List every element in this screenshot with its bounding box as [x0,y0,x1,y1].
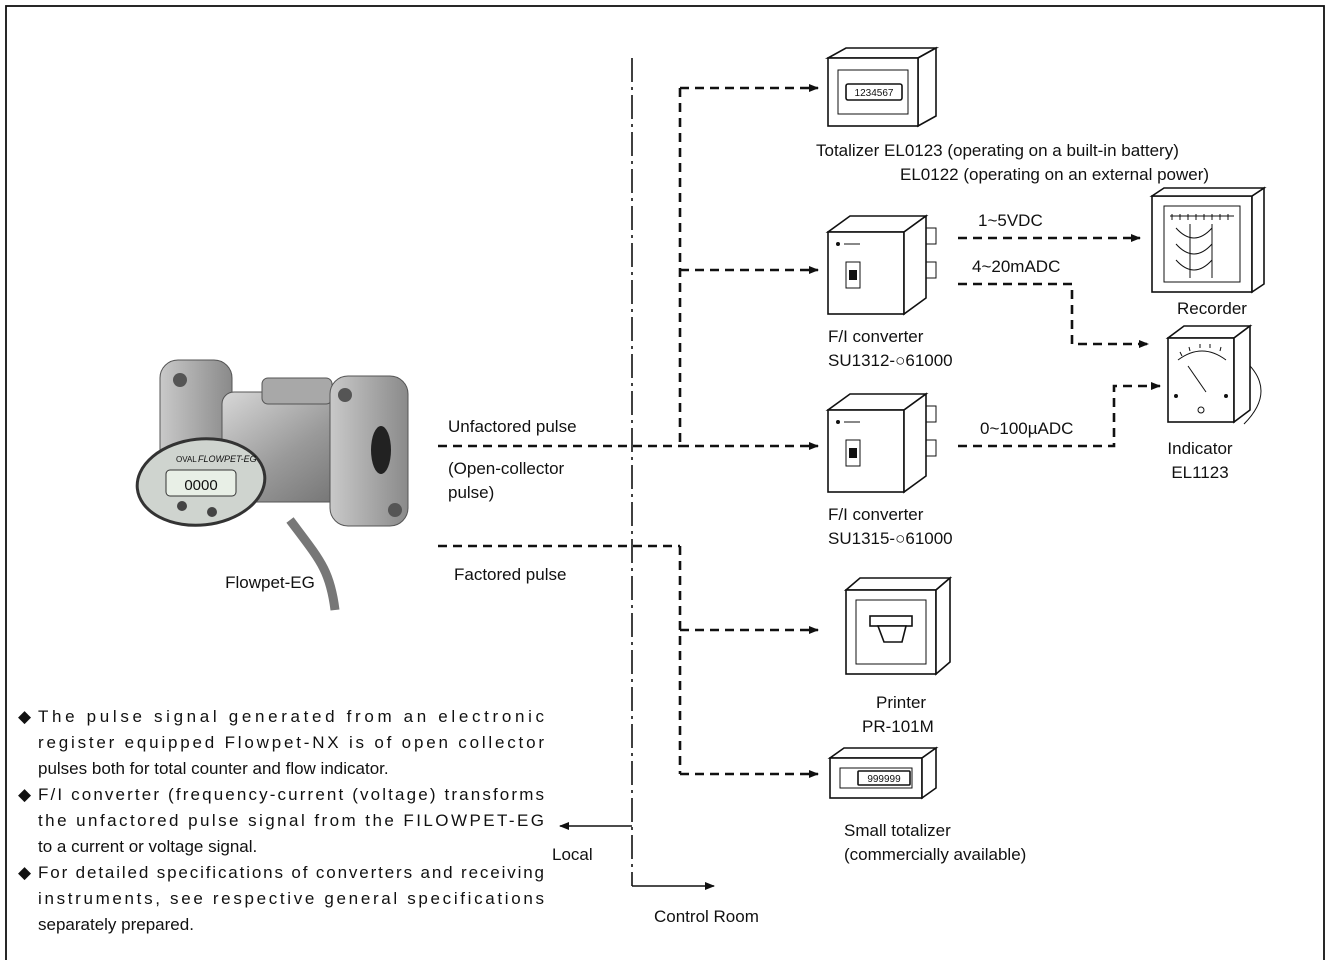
ua-0-100-label: 0~100µADC [980,419,1073,438]
open-collector-label-1: (Open-collector [448,459,565,478]
flowmeter-label: Flowpet-EG [225,573,315,592]
note-line: separately prepared. [38,915,194,934]
open-collector-label-2: pulse) [448,483,494,502]
notes-block: ◆ The pulse signal generated from an ele… [18,707,544,934]
recorder-label: Recorder [1177,299,1247,318]
outer-border [5,5,1325,960]
totalizer-label-2: EL0122 (operating on an external power) [900,165,1209,184]
ua-0-100-line [958,382,1161,448]
indicator-label-2: EL1123 [1171,463,1228,482]
printer-label-1: Printer [876,693,926,712]
small-totalizer-display: 999999 [867,774,901,785]
fi2-label-2: SU1315-○61000 [828,529,953,548]
note-line: pulses both for total counter and flow i… [38,759,389,778]
control-room-label: Control Room [654,907,759,926]
indicator-label-1: Indicator [1167,439,1233,458]
v-1-5-label: 1~5VDC [978,211,1043,230]
ma-4-20-line [958,282,1149,348]
note-line: the unfactored pulse signal from the FIL… [38,811,544,830]
fi2-label-1: F/I converter [828,505,924,524]
note-line: F/I converter (frequency-current (voltag… [38,785,544,804]
factored-pulse-label: Factored pulse [454,565,566,584]
small-totalizer-label-2: (commercially available) [844,845,1026,864]
note-bullet: ◆ [18,707,32,726]
small-totalizer-label-1: Small totalizer [844,821,951,840]
note-line: The pulse signal generated from an elect… [38,707,544,726]
small-totalizer-icon: 999999 [827,746,939,800]
printer-icon [843,576,953,676]
flowmeter-brand: OVAL [176,455,197,464]
note-line: For detailed specifications of converter… [38,863,544,882]
note-line: instruments, see respective general spec… [38,889,544,908]
totalizer-label-1: Totalizer EL0123 (operating on a built-i… [816,141,1179,160]
recorder-icon [1149,186,1267,294]
unfactored-pulse-label: Unfactored pulse [448,417,577,436]
local-label: Local [552,845,593,864]
note-bullet: ◆ [18,863,32,882]
printer-label-2: PR-101M [862,717,934,736]
ma-4-20-label: 4~20mADC [972,257,1060,276]
totalizer-icon: 1234567 [824,46,940,128]
note-line: to a current or voltage signal. [38,837,257,856]
fi1-label-1: F/I converter [828,327,924,346]
note-line: register equipped Flowpet-NX is of open … [38,733,544,752]
flowmeter-display-digits: 0000 [184,477,217,494]
fi-converter-2-icon [825,392,937,494]
flowmeter-badge: FLOWPET-EG [198,454,257,464]
fi-converter-1-icon [825,214,937,316]
totalizer-display: 1234567 [855,88,894,99]
fi1-label-2: SU1312-○61000 [828,351,953,370]
indicator-icon [1165,324,1262,425]
flowmeter-image: 0000 OVAL FLOWPET-EG [135,359,409,611]
note-bullet: ◆ [18,785,32,804]
